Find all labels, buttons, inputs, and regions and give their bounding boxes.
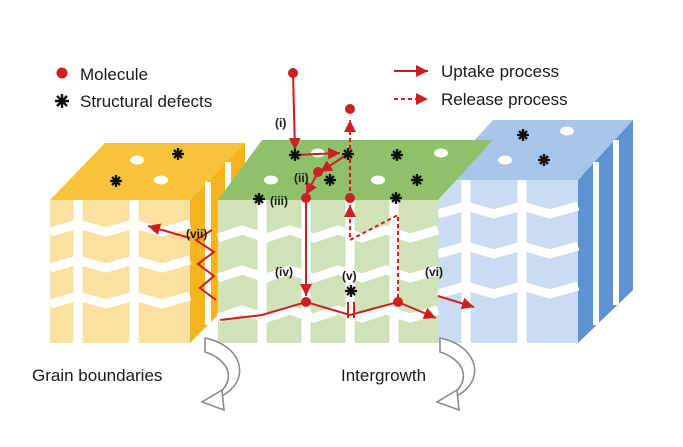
- green-crystal-top: [218, 140, 493, 200]
- step-label-iv: (iv): [275, 265, 293, 279]
- step-label-vii: (vii): [186, 227, 207, 241]
- step-label-ii: (ii): [294, 171, 309, 185]
- legend-uptake: Uptake process: [441, 62, 559, 81]
- pore: [154, 175, 168, 185]
- molecule-legend-icon: [56, 67, 68, 79]
- molecule: [301, 193, 311, 203]
- uptake-pathways: [147, 72, 475, 321]
- pore: [498, 155, 512, 165]
- molecule: [345, 104, 355, 114]
- molecule: [313, 167, 323, 177]
- pore: [130, 155, 144, 165]
- molecule: [288, 68, 298, 78]
- defect-icon: [391, 149, 403, 161]
- defect-icon: [324, 174, 336, 186]
- defect-icon: [342, 148, 354, 160]
- defect-icon: [538, 154, 550, 166]
- legend-release: Release process: [441, 90, 568, 109]
- legend-structural-defects: Structural defects: [80, 92, 212, 111]
- green-crystal: [216, 140, 493, 343]
- molecule: [301, 297, 311, 307]
- defect-icon: [110, 175, 122, 187]
- yellow-crystal: [48, 143, 245, 343]
- release-pathways: [344, 120, 399, 298]
- pore: [264, 175, 278, 185]
- defect-icon: [390, 192, 402, 204]
- intergrowth-curve-arrow: [435, 337, 476, 412]
- legend: Molecule Structural defects Uptake proce…: [55, 62, 568, 111]
- pore: [560, 126, 574, 136]
- defect-icon: [172, 148, 184, 160]
- defect-icon: [345, 285, 357, 297]
- blue-crystal-side: [578, 120, 633, 343]
- intergrowth-label: Intergrowth: [341, 366, 426, 385]
- pore: [434, 148, 448, 158]
- defect-legend-icon: [55, 94, 69, 108]
- legend-molecule: Molecule: [80, 65, 148, 84]
- step-label-v: (v): [342, 269, 357, 283]
- grain-boundary-curve-arrow: [200, 337, 241, 412]
- step-label-i: (i): [275, 116, 286, 130]
- step-label-iii: (iii): [270, 194, 288, 208]
- step-label-vi: (vi): [425, 265, 443, 279]
- defect-icon: [517, 129, 529, 141]
- pore: [371, 175, 385, 185]
- grain-boundaries-label: Grain boundaries: [32, 366, 162, 385]
- defect-icon: [411, 174, 423, 186]
- defect-icon: [253, 193, 265, 205]
- defect-icon: [289, 149, 301, 161]
- blue-crystal: [436, 120, 633, 343]
- yellow-crystal-top: [50, 143, 245, 200]
- molecules: [288, 68, 403, 307]
- blue-crystal-top: [438, 120, 633, 180]
- molecule: [393, 297, 403, 307]
- molecule: [345, 193, 355, 203]
